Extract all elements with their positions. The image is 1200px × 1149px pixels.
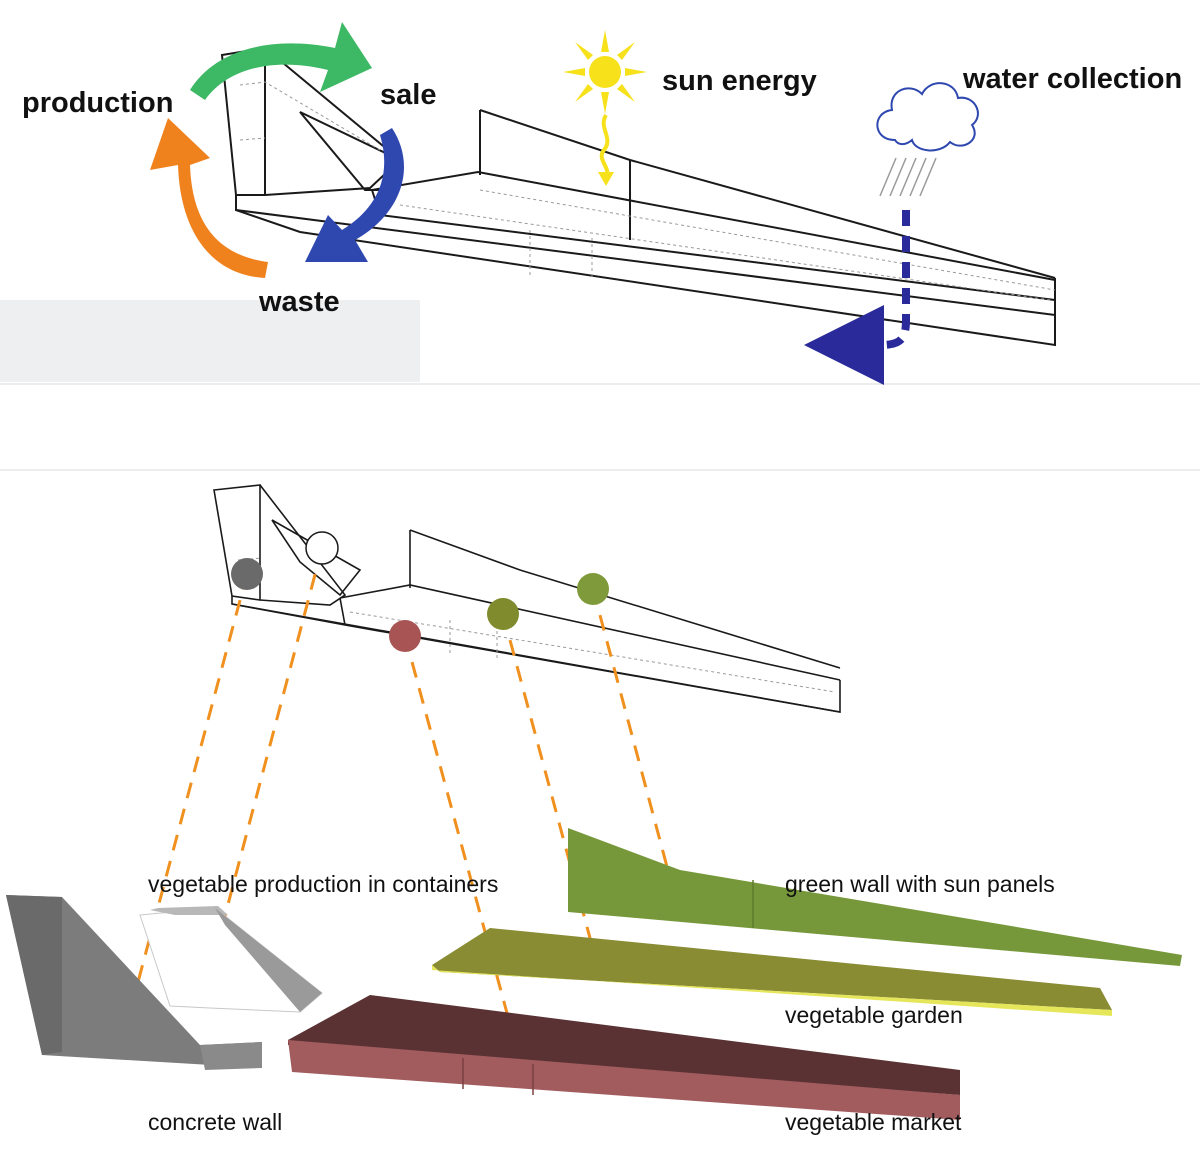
label-sun-energy: sun energy (662, 65, 817, 97)
leader-concrete-wall (128, 573, 249, 1013)
label-waste: waste (258, 286, 340, 318)
label-green-wall: green wall with sun panels (785, 871, 1055, 897)
label-vegetable-market: vegetable market (785, 1109, 962, 1135)
label-vegetable-production: vegetable production in containers (148, 871, 498, 897)
leader-production-containers (210, 547, 324, 966)
water-flow-arrow-icon (804, 210, 910, 385)
component-green-wall (568, 828, 1182, 966)
waste-arrow-blue (305, 128, 405, 262)
marker-green-wall (577, 573, 609, 605)
label-production: production (22, 87, 173, 119)
component-vegetable-garden (432, 928, 1112, 1016)
building-wireframe-bottom (213, 484, 841, 713)
top-panel: production sale waste sun energy water c… (0, 22, 1200, 385)
building-wireframe-top (220, 46, 1056, 347)
leader-green-wall (591, 588, 672, 879)
production-arrow-orange (150, 118, 268, 278)
label-concrete-wall: concrete wall (148, 1109, 282, 1135)
label-sale: sale (380, 79, 436, 111)
marker-vegetable-garden (487, 598, 519, 630)
marker-vegetable-market (389, 620, 421, 652)
bottom-panel: vegetable production in containers green… (0, 469, 1200, 1135)
rain-icon (879, 157, 937, 197)
marker-production-containers (305, 531, 339, 565)
marker-concrete-wall (231, 558, 263, 590)
label-vegetable-garden: vegetable garden (785, 1002, 963, 1028)
cycle-arrows-icon (150, 22, 405, 278)
leader-vegetable-garden (501, 613, 596, 954)
markers (231, 531, 609, 652)
sun-energy-arrow (598, 113, 614, 186)
leader-lines (128, 547, 672, 1077)
cloud-icon (876, 82, 979, 152)
leader-vegetable-market (403, 635, 526, 1077)
bottom-wireframe-hidden-lines (237, 557, 836, 693)
sun-icon (563, 30, 647, 114)
component-vegetable-market (288, 995, 960, 1120)
component-concrete-wall (6, 895, 262, 1070)
component-production-containers (139, 906, 323, 1013)
wireframe-hidden-lines (239, 81, 1056, 301)
sale-arrow-green (190, 22, 372, 100)
label-water-collection: water collection (962, 63, 1182, 95)
ground-shadow (0, 300, 420, 382)
